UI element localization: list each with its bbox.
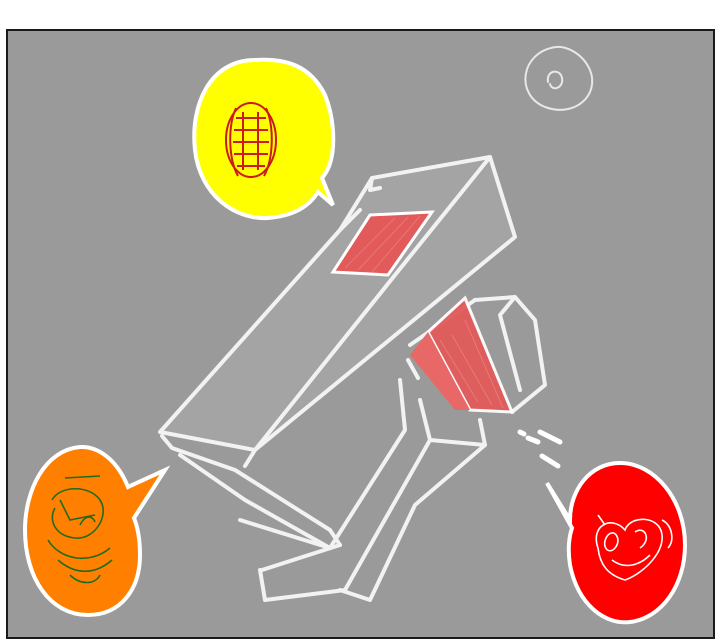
yellow-speech-bubble	[194, 60, 333, 218]
